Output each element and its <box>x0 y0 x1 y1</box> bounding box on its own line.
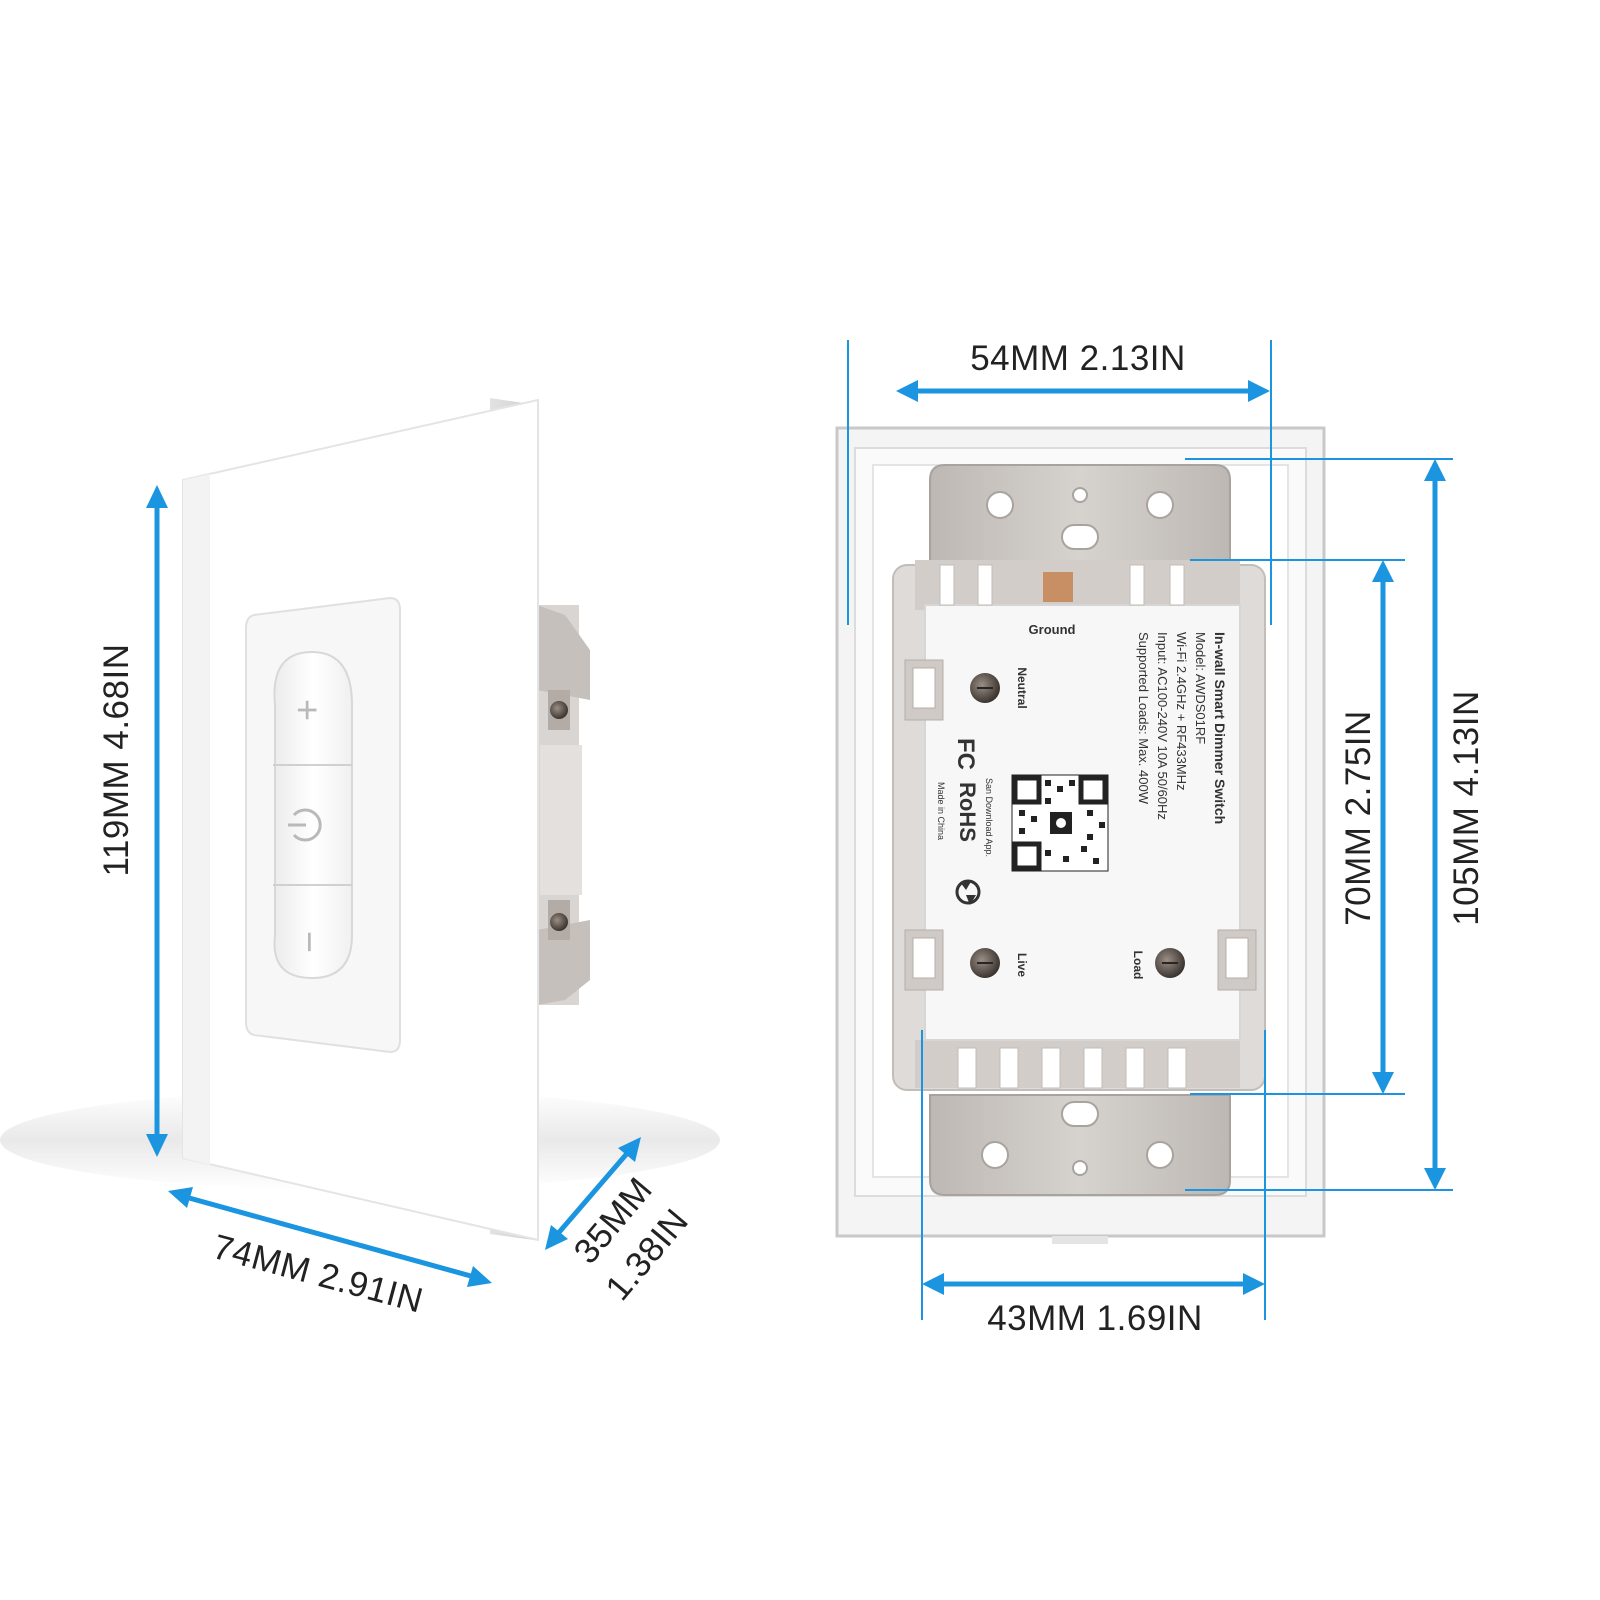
height-70-label: 70MM 2.75IN <box>1339 710 1378 926</box>
power-icon <box>288 808 322 842</box>
dimension-height-119: 119MM 4.68IN <box>97 485 168 1157</box>
load-label: Load <box>1131 951 1145 980</box>
ground-terminal-connector <box>1043 572 1073 602</box>
plus-icon: + <box>287 699 329 721</box>
width-74-label: 74MM 2.91IN <box>209 1227 427 1320</box>
spec-loads: Supported Loads: Max. 400W <box>1136 632 1151 805</box>
plate-shading <box>183 474 210 1165</box>
plate-bottom-tab <box>1052 1236 1108 1244</box>
back-module-side <box>537 605 590 1005</box>
ground-label: Ground <box>1029 622 1076 637</box>
height-119-label: 119MM 4.68IN <box>97 644 136 877</box>
dimmer-paddle[interactable] <box>273 650 353 980</box>
mounting-bracket <box>929 464 1231 1196</box>
spec-input: Input: AC100-240V 10A 50/60Hz <box>1155 632 1170 820</box>
spec-model: Model: AWDS01RF <box>1193 632 1208 744</box>
dimension-width-43: 43MM 1.69IN <box>921 1030 1266 1338</box>
dimension-height-70: 70MM 2.75IN <box>1190 559 1405 1095</box>
width-43-label: 43MM 1.69IN <box>987 1299 1203 1338</box>
power-button[interactable] <box>288 808 322 842</box>
switch-back-view: Ground Neutral Live Load In-wall Smart D… <box>835 426 1326 1244</box>
spec-wifi: Wi-Fi 2.4GHz + RF433MHz <box>1174 632 1189 791</box>
brightness-up-button[interactable]: + <box>287 699 329 721</box>
made-in-text: Made in China <box>936 782 946 840</box>
fc-mark: FC <box>952 738 979 770</box>
qr-code <box>1011 774 1109 872</box>
spec-title: In-wall Smart Dimmer Switch <box>1212 632 1228 824</box>
neutral-label: Neutral <box>1015 667 1029 708</box>
switch-front-view: + − <box>182 398 590 1242</box>
brightness-down-button[interactable]: − <box>289 931 331 953</box>
dimension-height-105: 105MM 4.13IN <box>1185 458 1486 1191</box>
width-54-label: 54MM 2.13IN <box>970 339 1186 378</box>
live-label: Live <box>1015 953 1029 977</box>
download-text: San Download App. <box>984 778 994 857</box>
rohs-mark: RoHS <box>955 782 980 842</box>
height-105-label: 105MM 4.13IN <box>1447 690 1486 926</box>
spec-label: In-wall Smart Dimmer Switch Model: AWDS0… <box>1136 632 1228 824</box>
dimension-width-54: 54MM 2.13IN <box>847 339 1272 625</box>
minus-icon: − <box>289 931 331 953</box>
recycle-icon <box>955 879 981 905</box>
